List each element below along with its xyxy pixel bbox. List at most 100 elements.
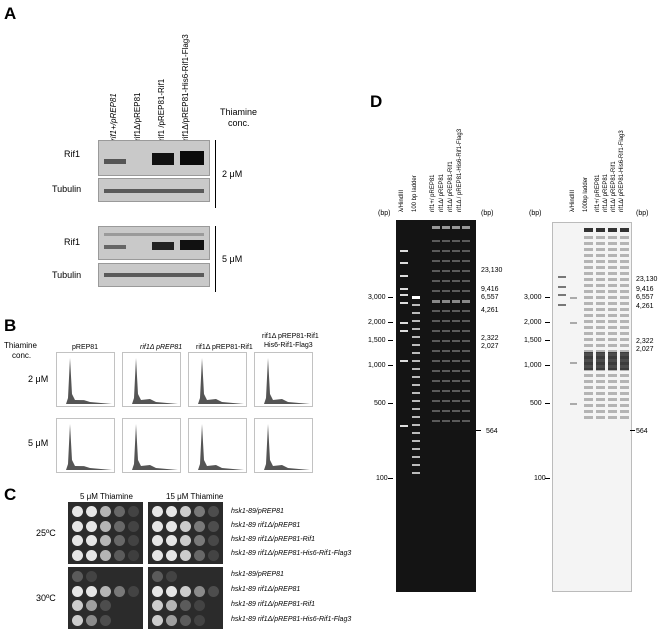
histogram-peak xyxy=(124,424,178,470)
gel1-sample-band xyxy=(462,410,470,412)
histogram-peak xyxy=(58,424,112,470)
gel1-marker-100: 100 xyxy=(376,475,388,482)
gel1-sample-band xyxy=(432,380,440,382)
gel2-smear xyxy=(584,326,593,329)
yeast-spot xyxy=(86,549,97,561)
yeast-spot xyxy=(208,520,219,532)
gel2-smear xyxy=(596,284,605,287)
gel1-tick-3000 xyxy=(388,297,393,298)
gel1-lambda-band xyxy=(400,275,408,277)
yeast-spot xyxy=(180,585,191,597)
yeast-spot xyxy=(166,585,177,597)
gel1-lambda-band xyxy=(400,262,408,264)
gel2-well xyxy=(584,228,593,232)
gel1-ladder-band xyxy=(412,392,420,394)
gel2-smear xyxy=(620,278,629,281)
yeast-spot xyxy=(194,520,205,532)
gel2-lambda-band xyxy=(558,294,566,296)
histogram-grid xyxy=(56,352,313,473)
gel2-telomere-band xyxy=(620,352,629,370)
gel2-telomere-band xyxy=(596,352,605,370)
gel1-ladder-band xyxy=(412,464,420,466)
gel2-smear xyxy=(596,302,605,305)
gel1-unit-left: (bp) xyxy=(378,210,391,217)
gel2-smear xyxy=(584,242,593,245)
yeast-spot xyxy=(194,549,205,561)
gel2-smear xyxy=(584,380,593,383)
gel2-smear xyxy=(620,380,629,383)
yeast-spot xyxy=(100,600,111,611)
gel2-smear xyxy=(584,332,593,335)
gel1-lambda-band xyxy=(400,302,408,304)
yeast-spot xyxy=(72,535,83,546)
gel1-sample-band xyxy=(442,350,450,352)
histogram-frame xyxy=(56,352,115,407)
histogram-frame xyxy=(188,418,247,473)
gel2-smear xyxy=(620,350,629,353)
gel1-sample-band xyxy=(462,340,470,342)
gel2-smear xyxy=(596,404,605,407)
lane-label-3: rif1 /pREP81-Rif1 xyxy=(157,78,166,141)
gel2-well xyxy=(620,228,629,232)
gel1-sample-band xyxy=(432,390,440,392)
gel2-unit-right: (bp) xyxy=(636,210,649,217)
gel2-smear xyxy=(620,284,629,287)
gel1-sample-band xyxy=(432,350,440,352)
col-label-3: rif1Δ pREP81-Rif1 xyxy=(196,344,253,351)
blot-rif1-5um xyxy=(98,226,210,260)
gel2-smear xyxy=(620,290,629,293)
yeast-spot xyxy=(86,571,97,582)
gel2-tick-1500 xyxy=(545,340,550,341)
gel2-rmarker-6557: 6,557 xyxy=(636,294,654,301)
yeast-spot xyxy=(152,600,163,611)
gel1-ladder-band xyxy=(412,312,420,314)
yeast-spot xyxy=(194,506,205,517)
gel2-smear xyxy=(620,296,629,299)
gel1-sample-band xyxy=(432,240,440,242)
yeast-spot xyxy=(194,535,205,546)
gel1-sample-band xyxy=(462,400,470,402)
strain-25-2: hsk1-89 rif1Δ/pREP81 xyxy=(231,522,301,529)
gel1-tick-1000 xyxy=(388,365,393,366)
gel1-lane-2: 100 bp ladder xyxy=(412,175,418,212)
gel2-lane-6: rif1Δ/ pREP81-His6-Rif1-Flag3 xyxy=(619,130,625,212)
gel1-sample-band xyxy=(452,340,460,342)
gel1-sample-band xyxy=(442,410,450,412)
gel2-lane-4: rif1Δ/ pREP81 xyxy=(603,173,609,212)
gel2-ladder-band xyxy=(570,322,577,324)
gel2-smear xyxy=(608,374,617,377)
gel1-sample-band xyxy=(462,350,470,352)
gel2-smear xyxy=(608,320,617,323)
gel2-smear xyxy=(620,266,629,269)
yeast-spot xyxy=(100,520,111,532)
gel2-smear xyxy=(584,410,593,413)
yeast-spot xyxy=(194,600,205,611)
panel-d-letter: D xyxy=(370,92,383,111)
gel2-smear xyxy=(584,392,593,395)
gel1-rmarker-2322: 2,322 xyxy=(481,335,499,342)
gel2-rmarker-2027: 2,027 xyxy=(636,346,654,353)
bracket-2um xyxy=(215,140,216,208)
gel1-marker-2000: 2,000 xyxy=(368,319,386,326)
gel1-well xyxy=(452,226,460,229)
gel2-well xyxy=(596,228,605,232)
gel1-sample-band xyxy=(452,300,460,303)
gel2-smear xyxy=(584,374,593,377)
gel2-smear xyxy=(584,320,593,323)
yeast-spot xyxy=(100,614,111,626)
gel2-smear xyxy=(596,260,605,263)
gel2-marker-2000: 2,000 xyxy=(524,319,542,326)
gel2-smear xyxy=(608,392,617,395)
gel2-smear xyxy=(620,308,629,311)
gel2-tick-3000 xyxy=(545,297,550,298)
row-label-rif1-1: Rif1 xyxy=(64,149,81,159)
strain-30-2: hsk1-89 rif1Δ/pREP81 xyxy=(231,586,301,593)
gel1-sample-band xyxy=(432,290,440,292)
gel2-lane-1: λ/HindIII xyxy=(570,189,576,212)
gel1-sample-band xyxy=(462,270,470,272)
gel1-sample-band xyxy=(432,420,440,422)
gel2-smear xyxy=(596,296,605,299)
gel2-smear xyxy=(596,410,605,413)
yeast-spot xyxy=(86,535,97,546)
gel1-sample-band xyxy=(462,290,470,292)
